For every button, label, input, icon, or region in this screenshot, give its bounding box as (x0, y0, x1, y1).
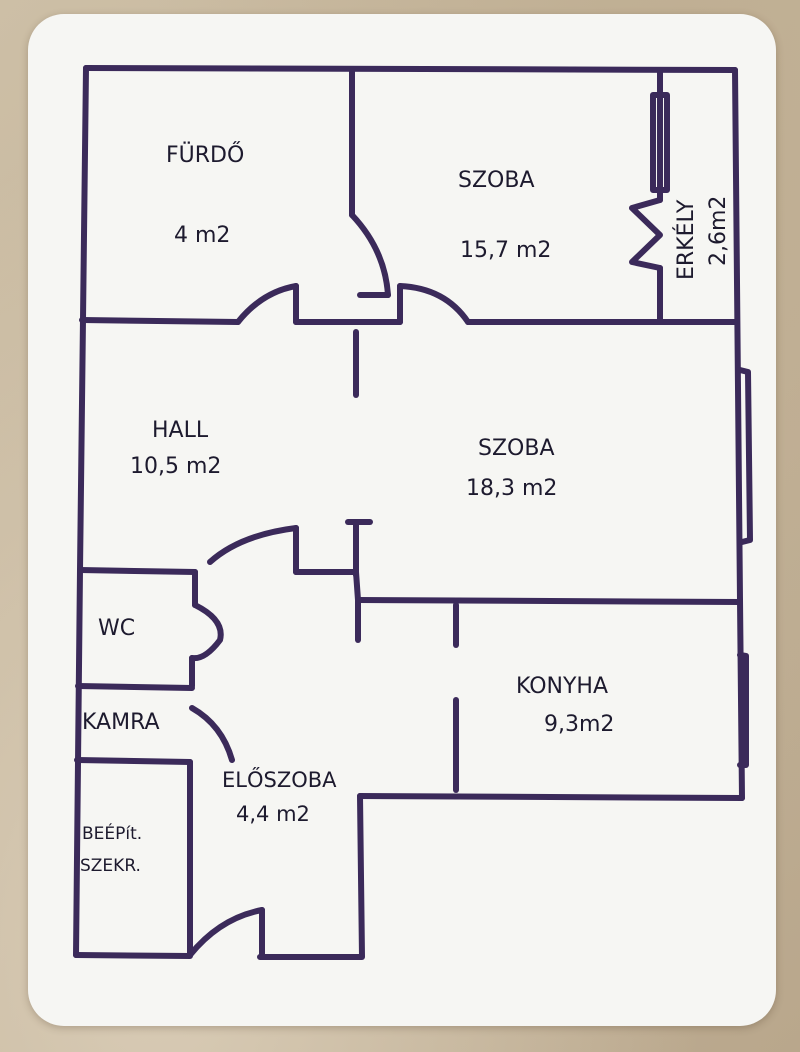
room-name-hall: HALL (152, 418, 209, 443)
room-name-konyha: KONYHA (516, 674, 609, 699)
room-area-hall: 10,5 m2 (130, 454, 222, 479)
wall-furdo-hall-left (79, 317, 241, 325)
wall-wc-kamra (75, 683, 195, 691)
outer-wall-left (73, 65, 89, 958)
room-area-konyha: 9,3m2 (544, 712, 615, 737)
wall-kamra-szekreny (74, 757, 193, 765)
erkely-door-frame (650, 92, 670, 193)
room-area-szoba-1: 15,7 m2 (460, 238, 552, 263)
room-name-wc: WC (98, 616, 136, 641)
door-szoba-hall-swing (397, 283, 471, 325)
room-name-furdo: FÜRDŐ (166, 143, 245, 168)
wall-hall-eloszoba (293, 569, 361, 603)
room-name-kamra: KAMRA (82, 710, 160, 735)
room-name-szoba-1: SZOBA (458, 168, 535, 193)
door-hall-eloszoba-swing (207, 525, 299, 565)
room-name-szekreny-line1: BEÉPít. (82, 824, 143, 844)
door-wc-swing (189, 602, 224, 662)
door-kamra-swing (189, 705, 235, 763)
room-area-szoba-2: 18,3 m2 (466, 476, 558, 501)
room-name-erkely: ERKÉLY (674, 199, 699, 280)
outer-wall-bottom-kitchen (357, 793, 745, 801)
wall-szoba-konyha (355, 597, 743, 605)
window-konyha (737, 652, 749, 768)
outer-wall-top (83, 65, 738, 73)
door-furdo-szoba-swing (349, 212, 391, 298)
room-area-eloszoba: 4,4 m2 (236, 802, 310, 826)
room-name-szoba-2: SZOBA (478, 436, 555, 461)
window-szoba (737, 367, 753, 545)
door-entrance-swing (187, 907, 265, 958)
door-furdo-hall-swing (235, 283, 299, 325)
erkely-door-zigzag (629, 197, 663, 271)
outer-wall-right-lower (737, 597, 745, 801)
room-area-furdo: 4 m2 (174, 223, 231, 248)
outer-wall-bottom-left (73, 952, 193, 959)
room-area-erkely: 2,6m2 (706, 195, 731, 266)
room-name-eloszoba: ELŐSZOBA (222, 768, 337, 792)
outer-wall-bottom-right (257, 793, 365, 960)
wall-hall-wc (77, 567, 198, 575)
room-name-szekreny-line2: SZEKR. (80, 856, 141, 876)
outer-wall-right-upper (732, 67, 743, 603)
